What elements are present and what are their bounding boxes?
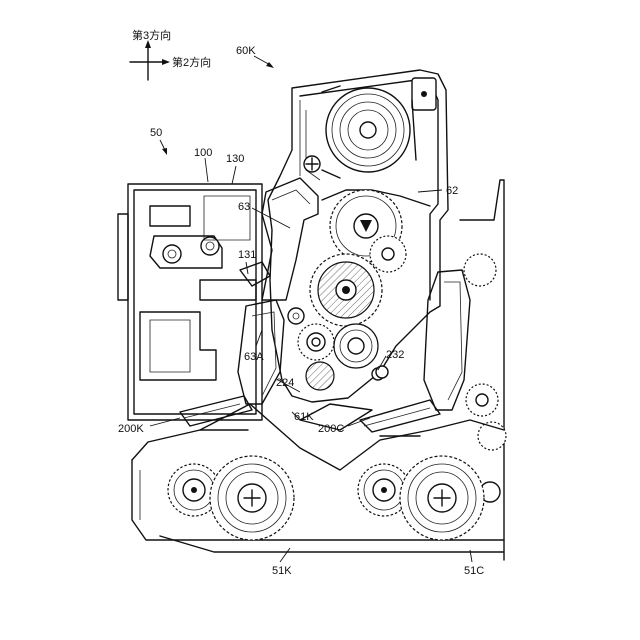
label-51C: 51C xyxy=(464,565,484,577)
roller-pair-right xyxy=(358,456,484,540)
label-100: 100 xyxy=(194,147,212,159)
label-224: 224 xyxy=(276,377,294,389)
label-50: 50 xyxy=(150,127,162,139)
label-63: 63 xyxy=(238,201,250,213)
label-131: 131 xyxy=(238,249,256,261)
label-232: 232 xyxy=(386,349,404,361)
roller-pair-left xyxy=(168,456,294,540)
label-62: 62 xyxy=(446,185,458,197)
right-arrow-icon xyxy=(162,59,170,65)
label-200C: 200C xyxy=(318,423,344,435)
label-61K: 61K xyxy=(294,411,314,423)
label-51K: 51K xyxy=(272,565,292,577)
housing-50 xyxy=(118,184,262,420)
label-60K: 60K xyxy=(236,45,256,57)
upper-roller xyxy=(322,86,416,178)
second-direction-label: 第2方向 xyxy=(172,55,211,69)
label-200K: 200K xyxy=(118,423,144,435)
third-direction-label: 第3方向 xyxy=(132,28,171,42)
label-63A: 63A xyxy=(244,351,264,363)
direction-indicator: 第3方向 第2方向 xyxy=(130,28,211,80)
label-130: 130 xyxy=(226,153,244,165)
